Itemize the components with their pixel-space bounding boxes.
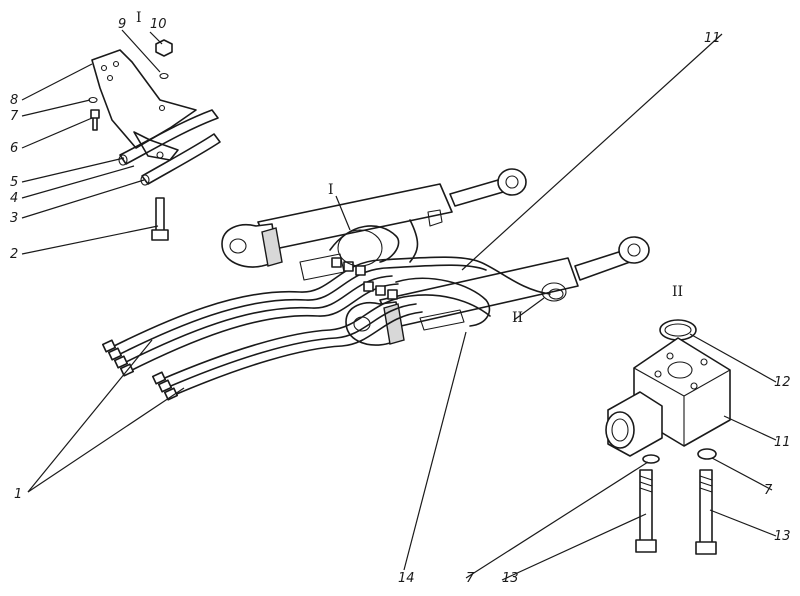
washer-7-top: [88, 96, 98, 104]
callout-9: 9: [118, 17, 126, 32]
callout-13-right: 13: [774, 529, 791, 544]
callout-4: 4: [10, 191, 18, 206]
callout-1: 1: [14, 487, 22, 502]
washer-7-right: [697, 448, 717, 460]
callout-13-bottom: 13: [502, 571, 519, 586]
mounting-plate: [91, 49, 197, 149]
bolt-13-left: [635, 469, 657, 553]
bolt-13-right: [695, 469, 717, 555]
bolt-2: [151, 197, 169, 241]
callout-11-right: 11: [774, 435, 791, 450]
tube-lower: [141, 133, 221, 185]
view-label-ii-detail: II: [672, 284, 683, 300]
callout-7-top: 7: [10, 109, 19, 124]
callout-11-top: 11: [704, 31, 721, 46]
callout-8: 8: [10, 93, 18, 108]
washer-7-left: [642, 454, 660, 464]
callout-2: 2: [10, 247, 18, 262]
upper-cylinder-body: [257, 183, 453, 251]
hose-fittings-left: [101, 339, 179, 401]
callout-7-right: 7: [764, 483, 773, 498]
upper-hydraulic-cylinder: [221, 168, 527, 268]
upper-rod-eye: [497, 168, 527, 196]
callout-12: 12: [774, 375, 791, 390]
callout-14: 14: [398, 571, 415, 586]
lower-rod-eye: [618, 236, 650, 264]
callout-6: 6: [10, 141, 18, 156]
clamp-bracket: [133, 131, 179, 161]
detail-ii-manifold: [605, 319, 731, 555]
callout-10: 10: [150, 17, 167, 32]
view-label-ii-cylinder: II: [512, 310, 523, 326]
view-label-i-top: I: [136, 10, 142, 26]
leader-lines: [21, 29, 777, 581]
hydraulic-hose-bundle: [101, 219, 567, 401]
detail-i-bracket-assembly: [88, 39, 221, 241]
detail-ii-marker-circle: [541, 282, 567, 302]
callout-3: 3: [10, 211, 18, 226]
washer-9: [159, 72, 169, 80]
detail-i-marker-circle: [337, 229, 383, 267]
hex-nut-10: [155, 39, 173, 57]
callout-5: 5: [10, 175, 18, 190]
callout-labels: 8 7 6 5 4 3 2 1 9 I 10 11 I II II 12 11 …: [10, 10, 791, 586]
bolt-6: [90, 109, 100, 131]
callout-7-bottom: 7: [466, 571, 475, 586]
view-label-i-cylinder: I: [328, 182, 334, 198]
hose-fittings-center: [331, 257, 398, 300]
